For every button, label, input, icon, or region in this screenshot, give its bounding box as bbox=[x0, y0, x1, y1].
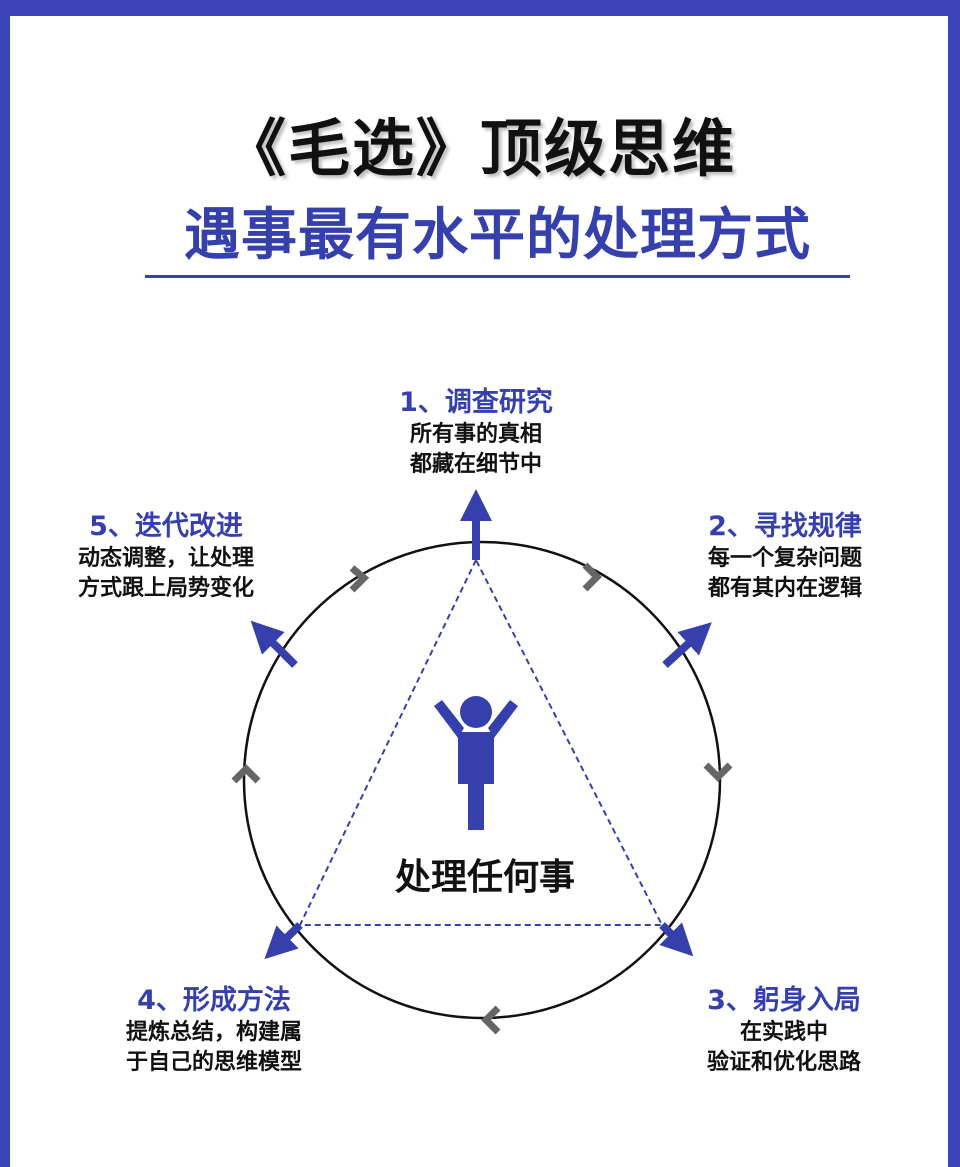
step-line: 动态调整，让处理 bbox=[77, 546, 254, 571]
page-title: 《毛选》顶级思维 bbox=[223, 112, 736, 185]
step-line: 方式跟上局势变化 bbox=[77, 576, 254, 601]
step-line: 都藏在细节中 bbox=[409, 452, 542, 477]
step-5: 5、迭代改进 动态调整，让处理 方式跟上局势变化 bbox=[46, 510, 286, 604]
dashed-triangle bbox=[298, 557, 664, 926]
step-3: 3、躬身入局 在实践中 验证和优化思路 bbox=[664, 984, 904, 1078]
step-line: 所有事的真相 bbox=[409, 422, 542, 447]
step-line: 每一个复杂问题 bbox=[707, 546, 862, 571]
arrow-upper-right-icon bbox=[662, 622, 712, 668]
cycle-chevrons bbox=[231, 562, 733, 1035]
center-label: 处理任何事 bbox=[394, 857, 575, 898]
cycle-circle bbox=[242, 540, 722, 1020]
step-heading: 1、调查研究 bbox=[399, 387, 553, 418]
step-line: 提炼总结，构建属 bbox=[125, 1020, 302, 1045]
step-arrows bbox=[250, 489, 712, 960]
step-1: 1、调查研究 所有事的真相 都藏在细节中 bbox=[356, 386, 596, 480]
chevron-right-icon bbox=[582, 562, 602, 592]
chevron-left-icon bbox=[481, 1005, 501, 1035]
step-heading: 4、形成方法 bbox=[137, 985, 291, 1016]
chevron-right-icon bbox=[349, 565, 370, 593]
step-4: 4、形成方法 提炼总结，构建属 于自己的思维模型 bbox=[94, 984, 334, 1078]
step-line: 都有其内在逻辑 bbox=[707, 576, 862, 601]
arrow-upper-left-icon bbox=[250, 620, 298, 668]
chevron-down-icon bbox=[703, 762, 733, 782]
arrow-lower-right-icon bbox=[659, 922, 694, 957]
step-heading: 2、寻找规律 bbox=[708, 511, 862, 542]
step-2: 2、寻找规律 每一个复杂问题 都有其内在逻辑 bbox=[665, 510, 905, 604]
step-heading: 3、躬身入局 bbox=[707, 985, 861, 1016]
person-icon bbox=[434, 696, 518, 830]
page-subtitle: 遇事最有水平的处理方式 bbox=[145, 190, 850, 278]
step-line: 在实践中 bbox=[739, 1020, 828, 1045]
step-line: 于自己的思维模型 bbox=[125, 1050, 302, 1075]
arrow-lower-left-icon bbox=[264, 922, 303, 960]
chevron-up-icon bbox=[231, 764, 261, 784]
step-heading: 5、迭代改进 bbox=[89, 511, 243, 542]
step-line: 验证和优化思路 bbox=[706, 1050, 861, 1075]
